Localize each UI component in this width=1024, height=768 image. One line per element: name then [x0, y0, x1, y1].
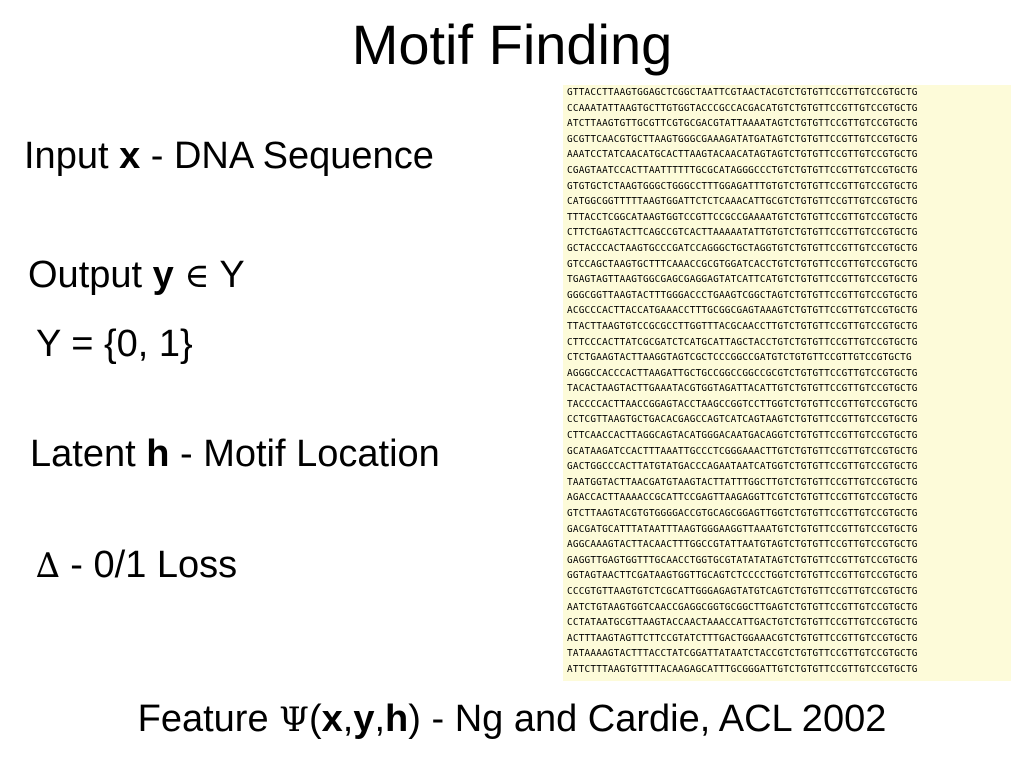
latent-var: h	[146, 433, 170, 475]
dna-sequence-row: TACACTAAGTACTTGAAATACGTGGTAGATTACATTGTCT…	[567, 383, 918, 395]
delta-symbol: ∆	[36, 546, 60, 586]
dna-sequence-row: CATGGCGGTTTTTAAGTGGATTCTCTCAAACATTGCGTCT…	[567, 196, 918, 208]
input-line: Input x - DNA Sequence	[24, 134, 434, 178]
dna-sequence-row: TTTACCTCGGCATAAGTGGTCCGTTCCGCCGAAAATGTCT…	[567, 211, 918, 223]
dna-sequence-row: GGTAGTAACTTCGATAAGTGGTTGCAGTCTCCCCTGGTCT…	[567, 570, 918, 582]
feature-y: y	[353, 698, 375, 740]
dna-sequence-row: AAATCCTATCAACATGCACTTAAGTACAACATAGTAGTCT…	[567, 149, 918, 161]
dna-sequence-row: CTTCTGAGTACTTCAGCCGTCACTTAAAAATATTGTGTCT…	[567, 227, 918, 239]
dna-sequence-row: CCAAATATTAAGTGCTTGTGGTACCCGCCACGACATGTCT…	[567, 102, 918, 114]
feature-comma-1: ,	[342, 698, 354, 740]
dna-sequence-row: GCATAAGATCCACTTTAAATTGCCCTCGGGAAACTTGTCT…	[567, 445, 918, 457]
dna-sequence-row: CCTCGTTAAGTGCTGACACGAGCCAGTCATCAGTAAGTCT…	[567, 414, 918, 426]
feature-comma-2: ,	[374, 698, 386, 740]
input-suffix: - DNA Sequence	[140, 135, 434, 177]
dna-sequence-row: GCTACCCACTAAGTGCCCGATCCAGGGCTGCTAGGTGTCT…	[567, 242, 918, 254]
y-set-definition: Y = {0, 1}	[36, 323, 193, 365]
dna-sequence-row: AATCTGTAAGTGGTCAACCGAGGCGGTGCGGCTTGAGTCT…	[567, 601, 918, 613]
dna-sequence-row: TGAGTAGTTAAGTGGCGAGCGAGGAGTATCATTCATGTCT…	[567, 274, 918, 286]
input-prefix: Input	[24, 135, 120, 177]
dna-sequence-row: TAATGGTACTTAACGATGTAAGTACTTATTTGGCTTGTCT…	[567, 476, 918, 488]
dna-sequence-panel: GTTACCTTAAGTGGAGCTCGGCTAATTCGTAACTACGTCT…	[563, 85, 1011, 681]
output-set: Y	[209, 254, 245, 296]
feature-x: x	[321, 698, 343, 740]
latent-line: Latent h - Motif Location	[30, 432, 440, 476]
element-of-symbol: ∈	[184, 256, 210, 296]
dna-sequence-row: TATAAAAGTACTTTACCTATCGGATTATAATCTACCGTCT…	[567, 648, 918, 660]
feature-h: h	[385, 698, 409, 740]
input-var: x	[119, 135, 141, 177]
dna-sequence-row: AGGCAAAGTACTTACAACTTTGGCCGTATTAATGTAGTCT…	[567, 539, 918, 551]
latent-prefix: Latent	[30, 433, 147, 475]
dna-sequence-row: CTTCAACCACTTAGGCAGTACATGGGACAATGACAGGTCT…	[567, 430, 918, 442]
dna-sequence-row: GGGCGGTTAAGTACTTTGGGACCCTGAAGTCGGCTAGTCT…	[567, 289, 918, 301]
slide-title: Motif Finding	[351, 13, 673, 76]
psi-symbol: Ψ	[279, 700, 309, 740]
dna-sequence-row: GACGATGCATTTATAATTTAAGTGGGAAGGTTAAATGTCT…	[567, 523, 918, 535]
feature-prefix: Feature	[137, 698, 280, 740]
dna-sequence-row: CCCGTGTTAAGTGTCTCGCATTGGGAGAGTATGTCAGTCT…	[567, 586, 918, 597]
dna-sequence-row: GCGTTCAACGTGCTTAAGTGGGCGAAAGATATGATAGTCT…	[567, 133, 918, 145]
dna-sequence-row: CTCTGAAGTACTTAAGGTAGTCGCTCCCGGCCGATGTCTG…	[567, 352, 912, 364]
output-line: Output y ∈ Y	[28, 253, 245, 298]
output-prefix: Output	[28, 254, 153, 296]
dna-sequence-row: ATCTTAAGTGTTGCGTTCGTGCGACGTATTAAAATAGTCT…	[567, 118, 918, 130]
dna-sequence-row: CGAGTAATCCACTTAATTTTTTGCGCATAGGGCCCTGTCT…	[567, 164, 918, 176]
dna-sequence-row: AGGGCCACCCACTTAAGATTGCTGCCGGCCGGCCGCGTCT…	[567, 367, 918, 379]
feature-open-paren: (	[308, 698, 322, 740]
dna-sequence-row: ACTTTAAGTAGTTCTTCCGTATCTTTGACTGGAAACGTCT…	[567, 632, 918, 644]
dna-sequence-row: GTGTGCTCTAAGTGGGCTGGGCCTTTGGAGATTTGTGTCT…	[567, 180, 918, 192]
output-var: y	[152, 254, 174, 296]
dna-sequence-row: CTTCCCACTTATCGCGATCTCATGCATTAGCTACCTGTCT…	[567, 336, 918, 348]
dna-sequence-row: CCTATAATGCGTTAAGTACCAACTAAACCATTGACTGTCT…	[567, 617, 918, 629]
dna-sequence-row: TTACTTAAGTGTCCGCGCCTTGGTTTACGCAACCTTGTCT…	[567, 320, 918, 332]
feature-suffix: ) - Ng and Cardie, ACL 2002	[408, 698, 887, 740]
dna-sequence-row: TACCCCACTTAACCGGAGTACCTAAGCCGGTCCTTGGTCT…	[567, 398, 918, 410]
dna-sequence-row: GTCTTAAGTACGTGTGGGGACCGTGCAGCGGAGTTGGTCT…	[567, 508, 918, 520]
loss-line: ∆ - 0/1 Loss	[36, 543, 237, 588]
dna-sequence-row: GTTACCTTAAGTGGAGCTCGGCTAATTCGTAACTACGTCT…	[567, 87, 918, 98]
latent-suffix: - Motif Location	[169, 433, 440, 475]
loss-text: - 0/1 Loss	[59, 544, 238, 586]
dna-sequence-row: GACTGGCCCACTTATGTATGACCCAGAATAATCATGGTCT…	[567, 461, 918, 473]
dna-sequence-row: GTCCAGCTAAGTGCTTTCAAACCGCGTGGATCACCTGTCT…	[567, 258, 918, 270]
feature-line: Feature Ψ(x,y,h) - Ng and Cardie, ACL 20…	[0, 694, 1024, 745]
dna-sequence-row: AGACCACTTAAAACCGCATTCCGAGTTAAGAGGTTCGTCT…	[567, 492, 918, 504]
dna-sequence-row: GAGGTTGAGTGGTTTGCAACCTGGTGCGTATATATAGTCT…	[567, 554, 918, 566]
dna-sequence-row: ACGCCCACTTACCATGAAACCTTTGCGGCGAGTAAAGTCT…	[567, 305, 918, 317]
dna-sequence-row: ATTCTTTAAGTGTTTTACAAGAGCATTTGCGGGATTGTCT…	[567, 663, 918, 675]
